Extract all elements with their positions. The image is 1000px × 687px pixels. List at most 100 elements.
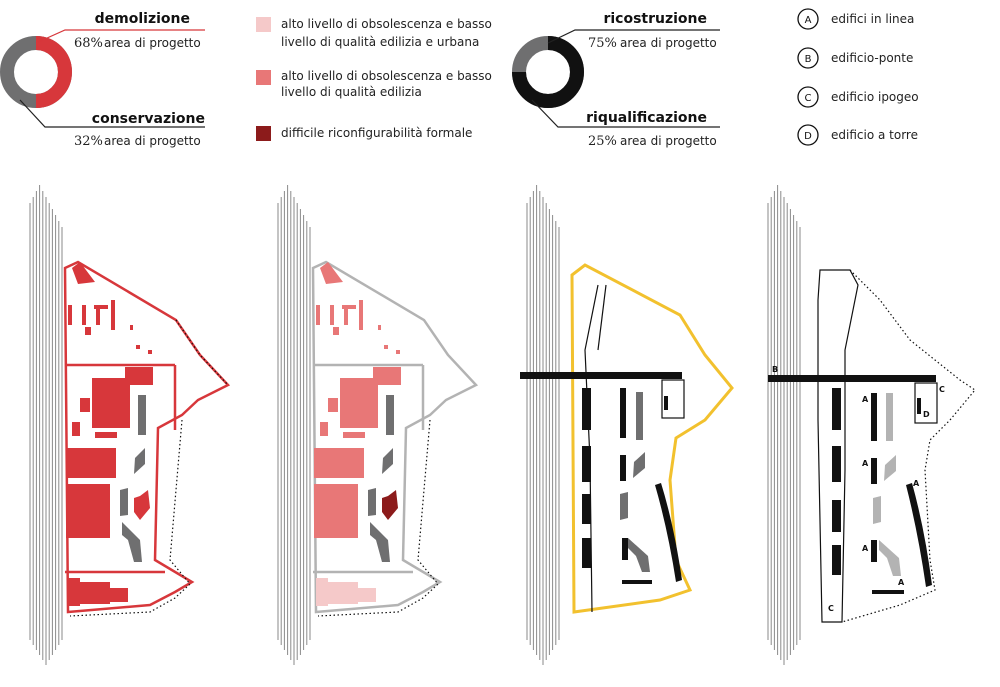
building-light-grey [873,496,881,524]
building-black [871,393,877,441]
legend-obsolescence: alto livello di obsolescenza e basso liv… [256,17,492,141]
building-pink [328,398,338,412]
building-black [582,538,591,568]
building-red [134,490,150,520]
tower-building [664,396,668,410]
building-red [66,484,110,538]
building-pink [330,305,334,325]
leader-line-riqualificazione [531,99,720,128]
building-pink [320,422,328,436]
text-demolizione: area di progetto [104,36,201,50]
building-black [622,538,628,560]
label-riqualificazione: riqualificazione [586,110,707,126]
building-dark-red [382,490,398,520]
buildings-mid-pink [314,262,401,538]
building-grey [134,448,145,474]
buildings-retained [873,393,901,576]
leader-line-conservation [19,99,205,128]
building-grey [368,488,376,516]
legend-building-types: A edifici in linea B edificio-ponte C ed… [797,8,919,146]
building-pink [333,327,339,335]
building-red [68,578,80,606]
building-red [92,378,130,428]
legend-item-1-line-1: alto livello di obsolescenza e basso [281,17,492,31]
building-black [871,458,877,484]
pct-riqualificazione: 25% [588,134,617,149]
leader-line-ricostruzione [547,29,720,44]
building-grey [628,538,650,572]
donut-chart-reconstruction [512,36,584,108]
building-type-b: edificio-ponte [831,51,913,65]
leader-line-demolition [35,29,205,44]
building-red [68,305,72,325]
building-grey [122,522,142,562]
building-black [620,388,626,438]
pct-demolizione: 68% [74,36,103,51]
building-pink [344,305,348,325]
badge-circle-c [797,86,819,108]
building-light-pink [358,588,376,602]
building-pink [320,262,343,284]
building-black [582,494,591,524]
text-conservazione: area di progetto [104,134,201,148]
buildings-new [832,388,932,594]
building-pink [340,378,378,428]
building-red [94,305,108,309]
badge-letter-b: B [805,54,812,65]
text-riqualificazione: area di progetto [620,134,717,148]
building-black [832,545,841,575]
buildings-demolished [66,262,153,606]
building-grey [382,448,393,474]
building-red [96,305,100,325]
building-light-grey [879,540,901,576]
building-red [72,422,80,436]
railway-tracks [526,185,560,665]
pct-conservazione: 32% [74,134,103,149]
legend-swatch-dark-red [256,126,271,141]
railway-tracks [277,185,311,665]
building-pink [314,448,364,478]
building-grey [386,395,394,435]
building-type-d: edificio a torre [831,128,918,142]
legend-swatch-light-pink [256,17,271,32]
building-red [130,325,133,330]
tower-plot [914,382,938,424]
building-black [832,500,841,532]
building-red [66,448,116,478]
building-light-grey [886,393,893,441]
building-light-grey [884,455,896,481]
building-grey [120,488,128,516]
text-ricostruzione: area di progetto [620,36,717,50]
building-light-pink [316,578,328,606]
building-pink [378,325,381,330]
building-grey [633,452,645,478]
building-red [110,588,128,602]
plan-obsolescence [277,185,479,665]
building-red [95,432,117,438]
label-ricostruzione: ricostruzione [603,11,707,27]
underground-building-outline [817,269,859,623]
legend-item-2-line-2: livello di qualità edilizia [281,85,422,99]
building-light-pink [328,582,358,604]
plan-type-labels: B C D A A A A A C [772,365,945,613]
badge-letter-a: A [805,15,812,26]
tower-building [917,398,921,414]
building-black-curved [906,483,932,587]
plan-label-c: C [828,604,834,613]
badge-circle-a [797,8,819,30]
plan-demolition [29,185,231,665]
donut-chart-demolition [0,36,72,108]
buildings-new [582,388,682,584]
building-red [80,582,110,604]
building-type-c: edificio ipogeo [831,90,919,104]
building-pink [384,345,388,349]
building-pink [359,300,363,330]
label-conservazione: conservazione [92,111,205,127]
plan-label-c: C [939,385,945,394]
railway-tracks [767,185,801,665]
badge-circle-d [797,124,819,146]
building-red [80,398,90,412]
site-edge [311,260,479,617]
building-red [72,262,95,284]
